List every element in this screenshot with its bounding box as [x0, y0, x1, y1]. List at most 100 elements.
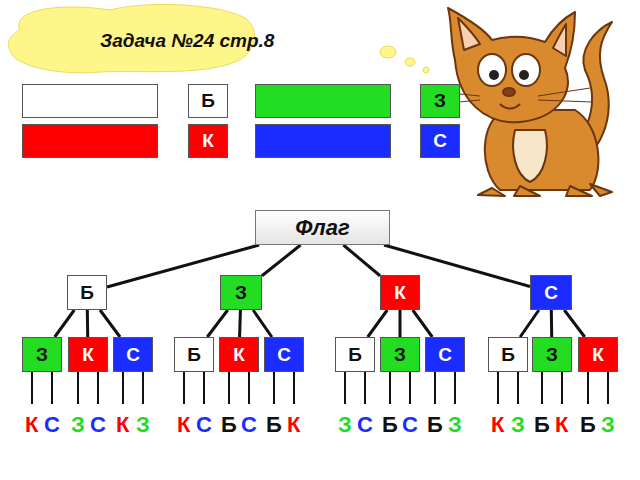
leader-line	[293, 372, 295, 404]
legend-letter-box: С	[420, 124, 460, 158]
leader-line	[51, 372, 53, 404]
leader-line	[454, 372, 456, 404]
leader-line	[142, 372, 144, 404]
combination-letter: Б	[221, 412, 237, 438]
legend-letter-box: Б	[188, 84, 228, 118]
combination-letter: Б	[534, 412, 550, 438]
tree-connector	[87, 310, 88, 337]
root-box: Флаг	[255, 210, 390, 245]
letter-box: С	[264, 337, 304, 372]
node-text: З	[394, 344, 406, 366]
leader-line	[97, 372, 99, 404]
letter-box: Б	[174, 337, 214, 372]
legend-swatch	[255, 84, 391, 118]
combination-letter: С	[357, 412, 373, 438]
tree-connector	[262, 245, 301, 276]
combination-letter: З	[511, 412, 525, 438]
legend-text: Б	[201, 90, 215, 112]
leader-line	[364, 372, 366, 404]
leader-line	[434, 372, 436, 404]
combination-letter: С	[402, 412, 418, 438]
legend-text: З	[434, 90, 446, 112]
letter-box: З	[380, 337, 420, 372]
node-text: К	[233, 344, 245, 366]
combination-letter: Б	[266, 412, 282, 438]
leader-line	[228, 372, 230, 404]
node-text: С	[544, 282, 558, 304]
tree-connector	[239, 310, 241, 337]
tree-connector	[520, 310, 539, 337]
cat-illustration	[438, 8, 612, 196]
tree-connector	[343, 245, 380, 276]
letter-box: С	[113, 337, 153, 372]
combination-letter: К	[116, 412, 129, 438]
node-text: Б	[501, 344, 515, 366]
tree-connector	[564, 310, 584, 337]
leader-line	[31, 372, 33, 404]
letter-box: Б	[488, 337, 528, 372]
combination-letter: К	[491, 412, 504, 438]
combination-letter: З	[601, 412, 615, 438]
letter-box: Б	[335, 337, 375, 372]
node-text: С	[438, 344, 452, 366]
tree-connector	[368, 310, 388, 337]
letter-box: С	[425, 337, 465, 372]
node-text: С	[126, 344, 140, 366]
tree-connector	[100, 310, 120, 337]
letter-box: К	[380, 275, 420, 310]
leader-line	[77, 372, 79, 404]
thought-bubble	[423, 67, 429, 73]
leader-line	[561, 372, 563, 404]
leader-line	[541, 372, 543, 404]
letter-box: З	[220, 275, 262, 310]
node-text: З	[546, 344, 558, 366]
thought-bubble	[380, 46, 396, 58]
letter-box: К	[578, 337, 618, 372]
combination-letter: Б	[580, 412, 596, 438]
legend-letter-box: К	[188, 124, 228, 158]
combination-letter: Б	[427, 412, 443, 438]
node-text: З	[235, 282, 247, 304]
combination-letter: З	[136, 412, 150, 438]
leader-line	[517, 372, 519, 404]
leader-line	[273, 372, 275, 404]
combination-letter: З	[71, 412, 85, 438]
legend-swatch	[255, 124, 391, 158]
tree-connector	[551, 310, 552, 337]
combination-letter: Б	[382, 412, 398, 438]
combination-letter: С	[90, 412, 106, 438]
combination-letter: К	[555, 412, 568, 438]
node-text: К	[82, 344, 94, 366]
leader-line	[183, 372, 185, 404]
legend-letter-box: З	[420, 84, 460, 118]
title: Задача №24 стр.8	[100, 30, 274, 52]
node-text: С	[277, 344, 291, 366]
leader-line	[389, 372, 391, 404]
legend-text: С	[433, 130, 447, 152]
leader-line	[344, 372, 346, 404]
letter-box: С	[530, 275, 572, 310]
node-text: Б	[80, 282, 94, 304]
leader-line	[409, 372, 411, 404]
combination-letter: С	[241, 412, 257, 438]
leader-line	[607, 372, 609, 404]
combination-letter: З	[338, 412, 352, 438]
combination-letter: К	[25, 412, 38, 438]
tree-connector	[253, 310, 272, 337]
combination-letter: К	[177, 412, 190, 438]
leader-line	[587, 372, 589, 404]
node-text: Б	[348, 344, 362, 366]
tree-connector	[413, 310, 433, 337]
letter-box: З	[532, 337, 572, 372]
combination-letter: С	[44, 412, 60, 438]
node-text: Б	[187, 344, 201, 366]
leader-line	[122, 372, 124, 404]
letter-box: К	[68, 337, 108, 372]
letter-box: З	[22, 337, 62, 372]
node-text: К	[394, 282, 406, 304]
leader-line	[203, 372, 205, 404]
node-text: Флаг	[295, 215, 350, 241]
thought-bubble	[405, 58, 415, 66]
tree-connector	[400, 310, 401, 337]
letter-box: К	[219, 337, 259, 372]
